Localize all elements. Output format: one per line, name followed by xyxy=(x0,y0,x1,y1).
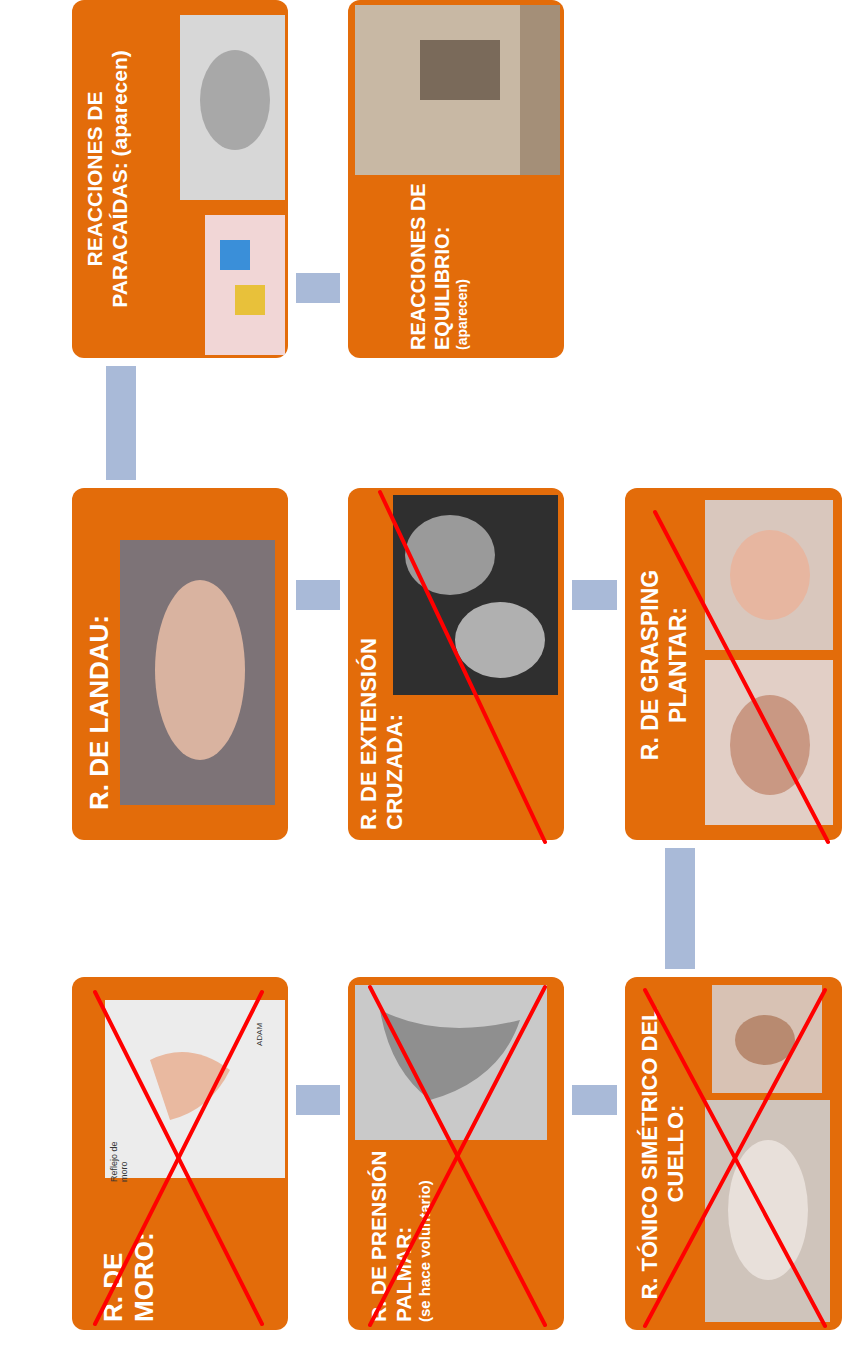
connector-bar xyxy=(106,358,136,488)
reflex-note: (se hace voluntario) xyxy=(416,1142,434,1322)
reflex-box: REACCIONES DE PARACAÍDAS: (aparecen) xyxy=(72,0,288,358)
photo-figure xyxy=(455,602,545,678)
connector-bar xyxy=(288,273,348,303)
reflex-box: R. DE LANDAU: xyxy=(72,488,288,840)
connector-bar xyxy=(288,1085,348,1115)
photo-placeholder xyxy=(205,215,285,355)
text-frame: R. DE MORO: xyxy=(72,977,288,1330)
text-frame: R. DE LANDAU: xyxy=(72,488,288,840)
text-frame: REACCIONES DE PARACAÍDAS: (aparecen) xyxy=(72,0,288,358)
photo-figure xyxy=(235,285,265,315)
cross-mark xyxy=(380,492,545,842)
text-area: R. DE EXTENSIÓN CRUZADA: xyxy=(356,600,409,830)
photo-figure xyxy=(150,1052,230,1120)
photo-placeholder xyxy=(180,15,285,200)
connector-bar xyxy=(564,1085,625,1115)
photo-figure xyxy=(200,50,270,150)
photo-figure xyxy=(728,1140,808,1280)
photo-placeholder xyxy=(393,495,558,695)
photo-figure xyxy=(220,240,250,270)
cross-mark xyxy=(95,992,262,1324)
text-area: R. TÓNICO SIMÉTRICO DEL CUELLO: xyxy=(637,987,690,1320)
text-area: REACCIONES DE PARACAÍDAS: (aparecen) xyxy=(82,29,132,329)
reflex-box: R. TÓNICO SIMÉTRICO DEL CUELLO: xyxy=(625,977,842,1330)
reflex-box: R. DE MORO: xyxy=(72,977,288,1330)
connector-bar xyxy=(288,580,348,610)
cross-mark xyxy=(655,512,828,842)
photo-figure xyxy=(380,1010,520,1100)
reflex-title: R. TÓNICO SIMÉTRICO DEL CUELLO: xyxy=(637,987,690,1320)
cross-mark xyxy=(370,987,545,1325)
cross-mark xyxy=(645,990,825,1326)
text-area: R. DE LANDAU: xyxy=(84,510,115,810)
photo-placeholder xyxy=(105,1000,285,1178)
text-area: R. DE GRASPING PLANTAR: xyxy=(637,540,692,790)
reflex-note: (aparecen) xyxy=(454,168,471,350)
photo-figure xyxy=(155,580,245,760)
text-frame: R. TÓNICO SIMÉTRICO DEL CUELLO: xyxy=(625,977,842,1330)
photo-figure xyxy=(520,5,560,175)
photo-placeholder xyxy=(120,540,275,805)
photo-placeholder xyxy=(355,985,547,1140)
photo-placeholder xyxy=(705,1100,830,1322)
reflex-title: R. DE LANDAU: xyxy=(84,510,115,810)
photo-placeholder xyxy=(705,500,833,650)
text-frame: R. DE PRENSIÓN PALMAR:(se hace voluntari… xyxy=(348,977,564,1330)
connector-bar xyxy=(665,840,695,977)
reflex-box: REACCIONES DE EQUILIBRIO:(aparecen) xyxy=(348,0,564,358)
text-frame: R. DE GRASPING PLANTAR: xyxy=(625,488,842,840)
text-area: REACCIONES DE EQUILIBRIO:(aparecen) xyxy=(406,168,471,350)
photo-figure xyxy=(730,695,810,795)
text-area: R. DE PRENSIÓN PALMAR:(se hace voluntari… xyxy=(366,1142,434,1322)
photo-figure xyxy=(735,1015,795,1065)
text-area: R. DE MORO: xyxy=(98,1182,160,1322)
connector-bar xyxy=(564,580,625,610)
reflex-box: R. DE PRENSIÓN PALMAR:(se hace voluntari… xyxy=(348,977,564,1330)
cross-mark xyxy=(645,990,825,1326)
photo-placeholder xyxy=(705,660,833,825)
photo-figure xyxy=(420,40,500,100)
photo-figure xyxy=(405,515,495,595)
reflex-box: R. DE GRASPING PLANTAR: xyxy=(625,488,842,840)
reflex-title: R. DE GRASPING PLANTAR: xyxy=(637,540,692,790)
cross-mark xyxy=(370,987,545,1325)
photo-figure xyxy=(730,530,810,620)
reflex-box: R. DE EXTENSIÓN CRUZADA: xyxy=(348,488,564,840)
reflex-title: R. DE EXTENSIÓN CRUZADA: xyxy=(356,600,409,830)
cross-mark xyxy=(95,992,262,1324)
reflex-title: REACCIONES DE EQUILIBRIO: xyxy=(406,168,454,350)
photo-placeholder xyxy=(355,5,560,175)
reflex-title: R. DE PRENSIÓN PALMAR: xyxy=(366,1142,416,1322)
text-frame: REACCIONES DE EQUILIBRIO:(aparecen) xyxy=(348,0,564,358)
text-frame: R. DE EXTENSIÓN CRUZADA: xyxy=(348,488,564,840)
reflex-title: REACCIONES DE PARACAÍDAS: (aparecen) xyxy=(82,29,132,329)
reflex-title: R. DE MORO: xyxy=(98,1182,160,1322)
photo-placeholder xyxy=(712,985,822,1093)
